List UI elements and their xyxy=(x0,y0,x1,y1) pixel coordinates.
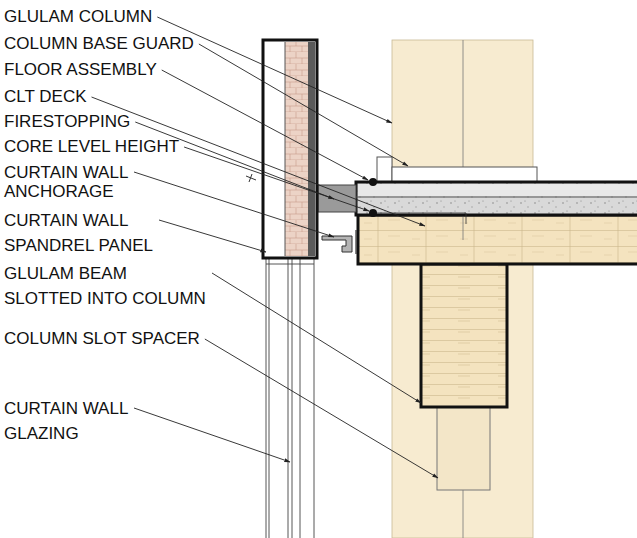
anchorage-plate xyxy=(355,230,356,254)
leader-line xyxy=(134,408,290,462)
leader-line xyxy=(212,273,421,403)
leader-line xyxy=(205,339,438,478)
slip-symbol xyxy=(246,174,256,182)
curtain-wall-anchorage xyxy=(322,236,352,252)
callout-label: GLULAM BEAM SLOTTED INTO COLUMN xyxy=(4,261,207,311)
callout-label: FLOOR ASSEMBLY xyxy=(4,58,157,82)
leader-line xyxy=(157,17,392,123)
spandrel-insulation xyxy=(285,42,308,256)
firestopping xyxy=(318,185,356,212)
curtain-wall-spandrel-panel xyxy=(263,40,317,258)
callout-label: COLUMN BASE GUARD xyxy=(4,32,194,56)
callout-label: CURTAIN WALL ANCHORAGE xyxy=(4,163,129,201)
curtain-wall-glazing xyxy=(266,258,314,538)
callout-label: CORE LEVEL HEIGHT xyxy=(4,135,179,159)
leader-line xyxy=(134,172,334,237)
leader-line xyxy=(135,122,334,199)
callout-label: CURTAIN WALL SPANDREL PANEL xyxy=(4,208,154,258)
leader-line xyxy=(92,97,425,226)
column-slot-spacer xyxy=(437,407,490,490)
level-tick xyxy=(466,213,467,224)
column-base-guard xyxy=(392,167,537,182)
center-line xyxy=(463,215,464,240)
callout-label: CLT DECK xyxy=(4,85,87,109)
base-guard-plate xyxy=(377,157,392,182)
callout-label: FIRESTOPPING xyxy=(4,110,130,134)
glulam-beam xyxy=(421,264,507,407)
level-line xyxy=(373,213,466,214)
leader-line xyxy=(199,44,408,166)
level-dot xyxy=(369,178,377,186)
floor-topping xyxy=(358,184,637,196)
callout-label: CURTAIN WALL GLAZING xyxy=(4,396,129,446)
level-dot xyxy=(369,209,377,217)
leader-line xyxy=(184,147,369,211)
clt-deck xyxy=(358,215,637,264)
callout-label: COLUMN SLOT SPACER xyxy=(4,327,200,351)
floor-layer-line xyxy=(356,197,637,198)
leader-line xyxy=(162,70,368,180)
floor-assembly xyxy=(356,182,637,215)
callout-label: GLULAM COLUMN xyxy=(4,5,152,29)
leader-line xyxy=(159,220,266,252)
